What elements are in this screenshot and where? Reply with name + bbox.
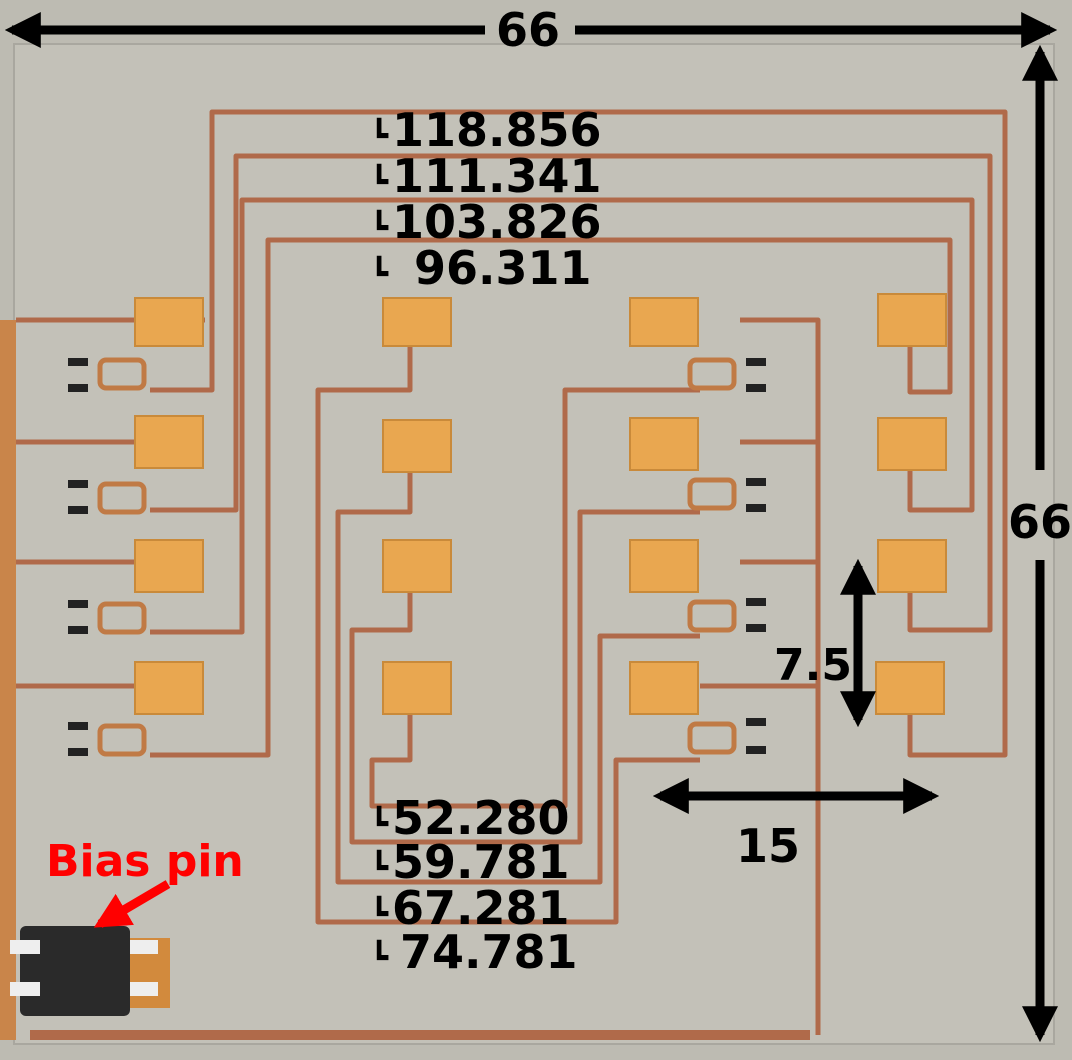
corner-mark: ┗ — [370, 895, 389, 932]
patch — [382, 297, 452, 347]
patch — [629, 539, 699, 593]
patch — [875, 661, 945, 715]
board-width-label: 66 — [496, 3, 560, 57]
patch — [629, 661, 699, 715]
bias-pin-arrow — [93, 880, 171, 928]
dimension-arrows — [4, 12, 1058, 1043]
patch — [134, 415, 204, 469]
left-ground-edge — [0, 320, 16, 1040]
trace-length-label: 111.341 — [392, 149, 602, 203]
corner-mark: ┗ — [370, 939, 389, 976]
patch — [382, 539, 452, 593]
trace-length-labels-top: ┗ 118.856 ┗ 111.341 ┗ 103.826 ┗ 96.311 — [370, 103, 602, 295]
trace-length-labels-bottom: ┗ 52.280 ┗ 59.781 ┗ 67.281 ┗ 74.781 — [370, 791, 578, 979]
patch — [877, 293, 947, 347]
patch — [134, 539, 204, 593]
horizontal-pitch-label: 15 — [736, 819, 800, 873]
corner-mark: ┗ — [370, 805, 389, 842]
patch — [382, 661, 452, 715]
corner-mark: ┗ — [370, 117, 389, 154]
bottom-ground-strip — [30, 1030, 810, 1040]
corner-mark: ┗ — [370, 255, 389, 292]
trace-length-label: 74.781 — [400, 925, 578, 979]
trace-length-label: 67.281 — [392, 881, 570, 935]
feed-traces — [16, 109, 1008, 1035]
corner-mark: ┗ — [370, 209, 389, 246]
corner-mark: ┗ — [370, 849, 389, 886]
board-height-label: 66 — [1008, 495, 1072, 549]
patch — [134, 297, 204, 347]
corner-mark: ┗ — [370, 163, 389, 200]
vertical-pitch-label: 7.5 — [774, 640, 852, 691]
patch — [629, 417, 699, 471]
patch-array — [134, 293, 947, 715]
trace-length-label: 118.856 — [392, 103, 602, 157]
trace-length-label: 59.781 — [392, 835, 570, 889]
trace-length-label: 52.280 — [392, 791, 570, 845]
diode-components — [68, 358, 766, 756]
trace-length-label: 103.826 — [392, 195, 602, 249]
trace-length-label: 96.311 — [414, 241, 592, 295]
phase-shifter-loops — [97, 357, 737, 757]
patch — [629, 297, 699, 347]
bias-pin-label: Bias pin — [46, 836, 244, 887]
patch — [382, 419, 452, 473]
bias-pin-connector — [10, 926, 170, 1016]
patch — [134, 661, 204, 715]
patch — [877, 417, 947, 471]
patch — [877, 539, 947, 593]
